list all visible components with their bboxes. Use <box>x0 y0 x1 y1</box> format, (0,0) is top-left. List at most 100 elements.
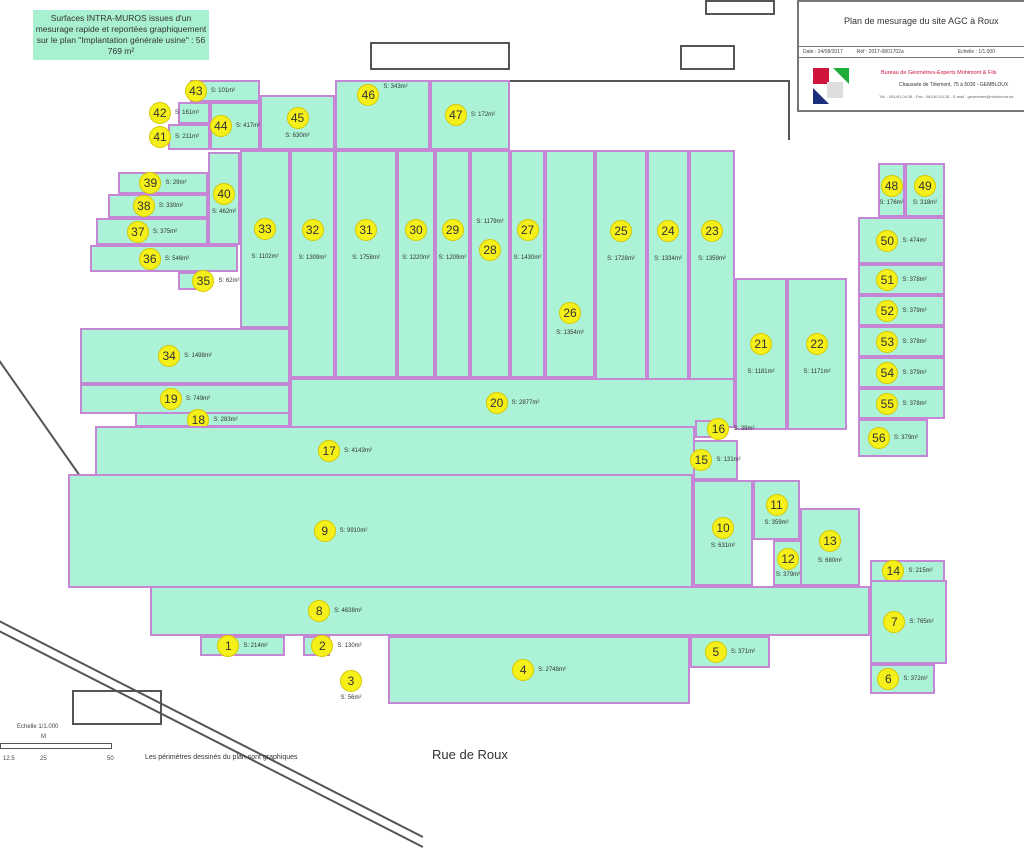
room-number-badge: 30 <box>405 219 427 241</box>
room-area: S: 379m² <box>893 435 919 441</box>
room-number-badge: 31 <box>355 219 377 241</box>
room-area: S: 378m² <box>902 338 927 345</box>
room-number-badge: 39 <box>139 172 162 194</box>
scale-bar <box>0 743 112 749</box>
outbuilding <box>680 45 735 70</box>
room-area: S: 214m² <box>243 643 268 649</box>
room-area: S: 62m² <box>218 278 240 284</box>
outbuilding <box>705 0 775 15</box>
room-23[interactable]: 23 S: 1359m² <box>689 150 735 380</box>
room-area: S: 1354m² <box>556 330 584 336</box>
outbuilding <box>72 690 162 725</box>
room-number-badge: 17 <box>318 440 341 462</box>
room-number-badge: 51 <box>876 268 899 291</box>
room-area: S: 1758m² <box>352 255 380 261</box>
room-area: S: 1359m² <box>698 256 726 262</box>
room-number-badge: 46 <box>357 84 380 106</box>
scale-label: Echelle 1/1.000 <box>17 724 59 730</box>
room-number-badge: 47 <box>444 104 467 126</box>
plan-scale: Echelle : 1/1.000 <box>957 49 995 55</box>
room-area: S: 371m² <box>730 649 756 655</box>
room-number-badge: 52 <box>876 299 899 322</box>
room-number-badge: 53 <box>876 330 899 353</box>
room-number-badge: 20 <box>485 392 508 414</box>
room-number-badge: 45 <box>286 106 309 129</box>
room-number-badge: 23 <box>701 220 723 242</box>
room-area: S: 130m² <box>337 643 362 649</box>
room-25[interactable]: 25 S: 1728m² <box>595 150 647 380</box>
room-number-badge: 7 <box>883 611 906 633</box>
room-31[interactable]: 31 S: 1758m² <box>335 150 397 378</box>
room-area: S: 1179m² <box>476 219 504 225</box>
room-area: S: 39m² <box>733 426 755 432</box>
room-30[interactable]: 30 S: 1220m² <box>397 150 435 378</box>
room-area: S: 631m² <box>710 543 736 549</box>
room-area: S: 417m² <box>235 123 261 129</box>
room-number-badge: 21 <box>750 333 772 355</box>
outbuilding <box>450 80 790 140</box>
room-number-badge: 40 <box>213 182 235 205</box>
room-area: S: 1220m² <box>402 255 430 261</box>
room-number-badge: 25 <box>610 220 632 242</box>
room-area: S: 378m² <box>902 400 927 407</box>
room-area: S: 172m² <box>470 112 496 118</box>
room-number-badge: 13 <box>819 530 841 552</box>
room-area: S: 1728m² <box>607 256 635 262</box>
room-number-badge: 9 <box>313 520 336 542</box>
room-area: S: 56m² <box>340 695 362 701</box>
room-area: S: 372m² <box>903 676 928 682</box>
